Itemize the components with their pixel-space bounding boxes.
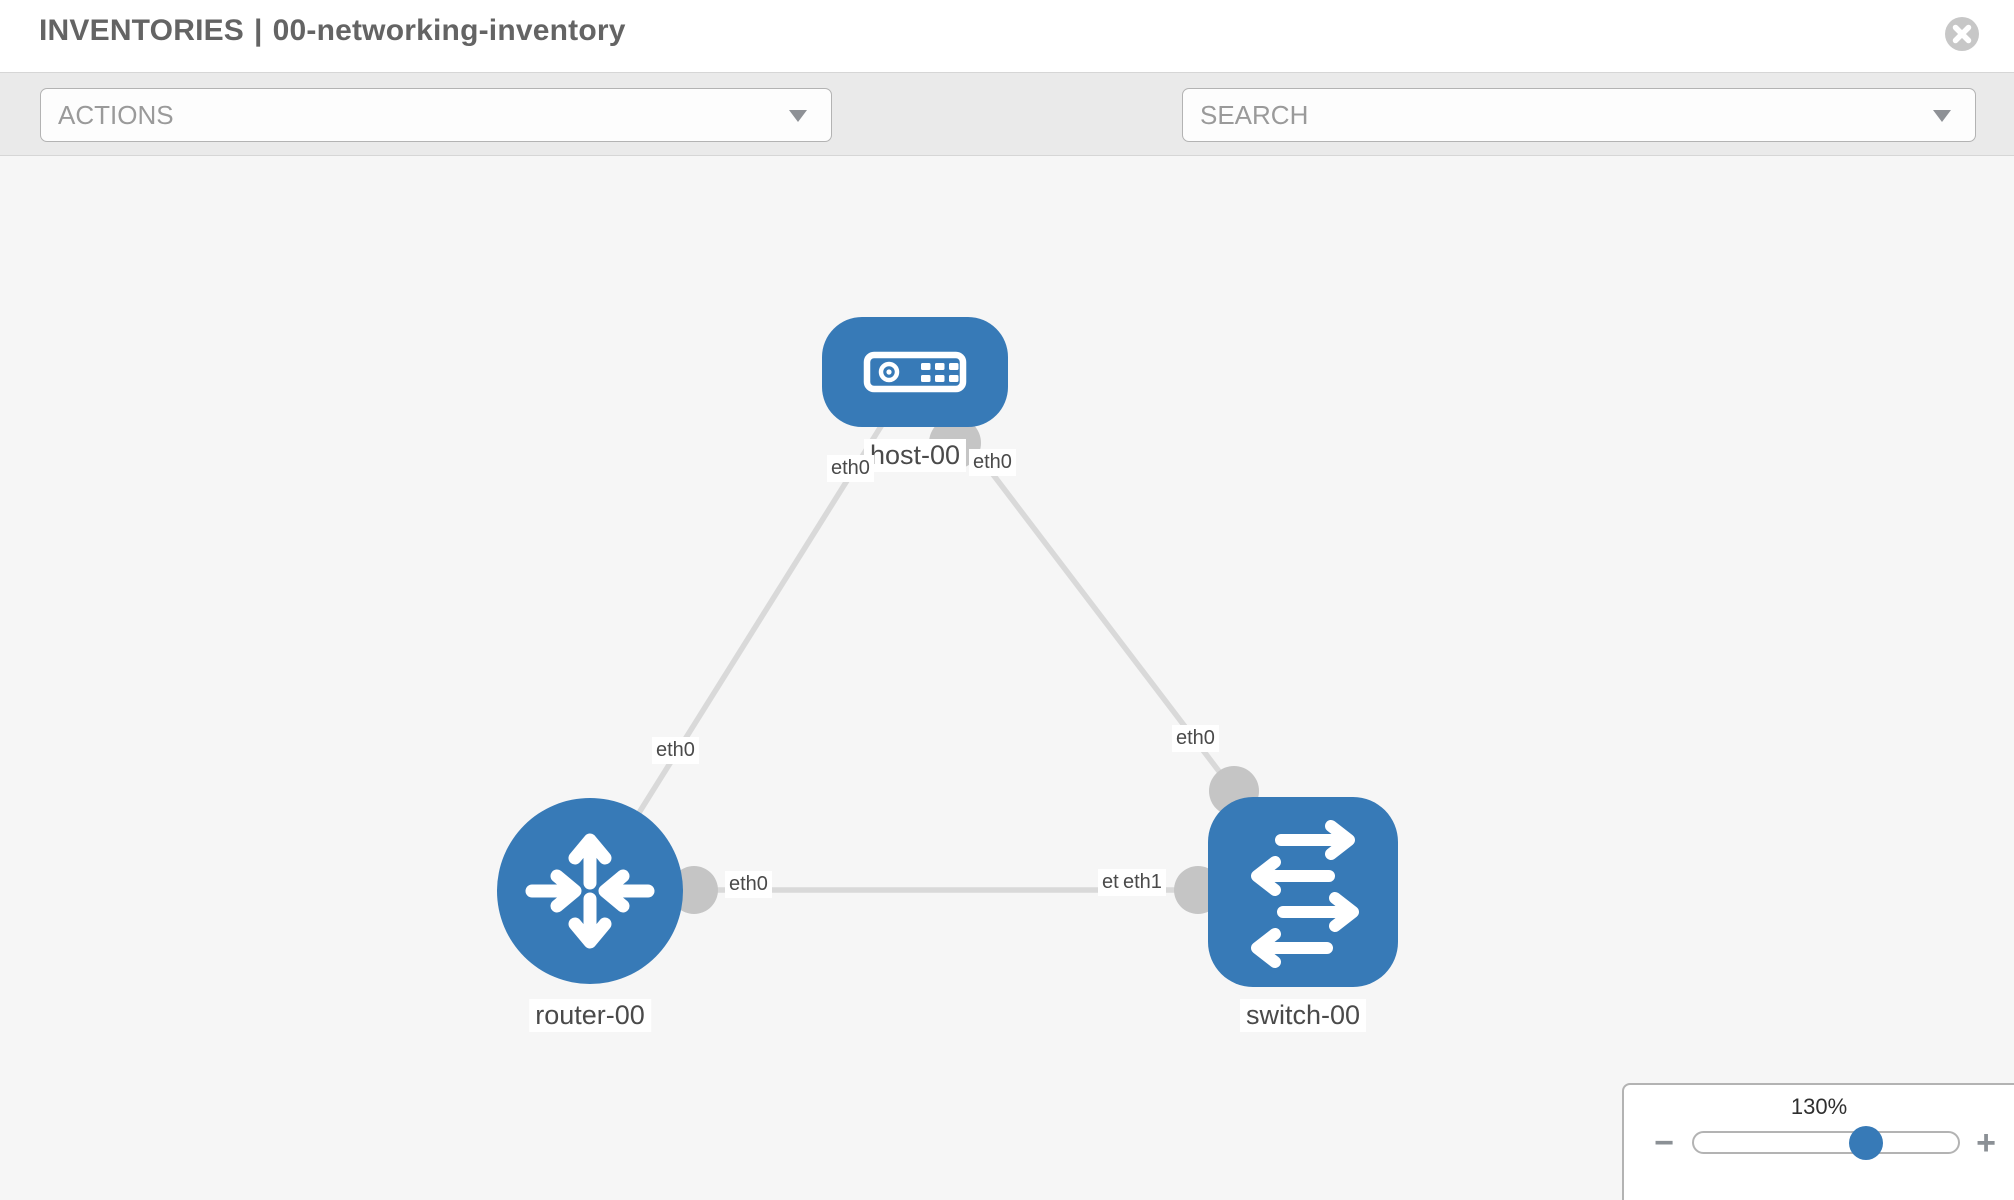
- plus-icon: +: [1976, 1124, 1996, 1162]
- zoom-control-panel: 130% − +: [1622, 1083, 2014, 1200]
- iface-label-host-to-router: eth0: [827, 455, 874, 482]
- window-header: INVENTORIES | 00-networking-inventory: [0, 0, 2014, 72]
- close-button[interactable]: [1945, 17, 1979, 51]
- node-label-router-00[interactable]: router-00: [529, 999, 651, 1032]
- node-router-00[interactable]: [497, 798, 683, 984]
- actions-dropdown[interactable]: ACTIONS: [40, 88, 832, 142]
- iface-label-switch-from-router: eth1: [1119, 869, 1166, 896]
- zoom-level-value: 130%: [1790, 1094, 1848, 1119]
- zoom-slider-knob[interactable]: [1849, 1126, 1883, 1160]
- router-icon: [525, 833, 655, 949]
- search-placeholder: SEARCH: [1200, 99, 1309, 130]
- node-label-host-00[interactable]: host-00: [863, 439, 967, 472]
- page-title-separator: |: [254, 14, 263, 47]
- iface-label-host-to-switch: eth0: [969, 449, 1016, 476]
- topology-canvas[interactable]: host-00 router-00 switch-00 eth0 eth0 et…: [0, 156, 2014, 1200]
- switch-icon: [1251, 820, 1359, 968]
- page-title-inventory-name: 00-networking-inventory: [272, 14, 626, 47]
- iface-label-router-to-switch: eth0: [725, 871, 772, 898]
- minus-icon: −: [1654, 1124, 1674, 1162]
- iface-label-switch-from-host: eth0: [1172, 725, 1219, 752]
- page-title-section: INVENTORIES: [39, 14, 245, 47]
- close-icon: [1945, 17, 1979, 51]
- search-dropdown[interactable]: SEARCH: [1182, 88, 1976, 142]
- node-host-00[interactable]: [822, 317, 1008, 427]
- host-icon: [863, 351, 967, 393]
- page-title: INVENTORIES | 00-networking-inventory: [39, 14, 626, 48]
- actions-dropdown-label: ACTIONS: [58, 99, 174, 130]
- zoom-in-button[interactable]: +: [1972, 1126, 2000, 1160]
- zoom-out-button[interactable]: −: [1650, 1126, 1678, 1160]
- chevron-down-icon: [789, 110, 807, 122]
- iface-label-router-from-host: eth0: [652, 737, 699, 764]
- chevron-down-icon: [1933, 110, 1951, 122]
- zoom-slider-track[interactable]: [1692, 1126, 1960, 1160]
- toolbar: ACTIONS SEARCH: [0, 72, 2014, 204]
- node-label-switch-00[interactable]: switch-00: [1239, 999, 1367, 1032]
- node-switch-00[interactable]: [1208, 797, 1398, 987]
